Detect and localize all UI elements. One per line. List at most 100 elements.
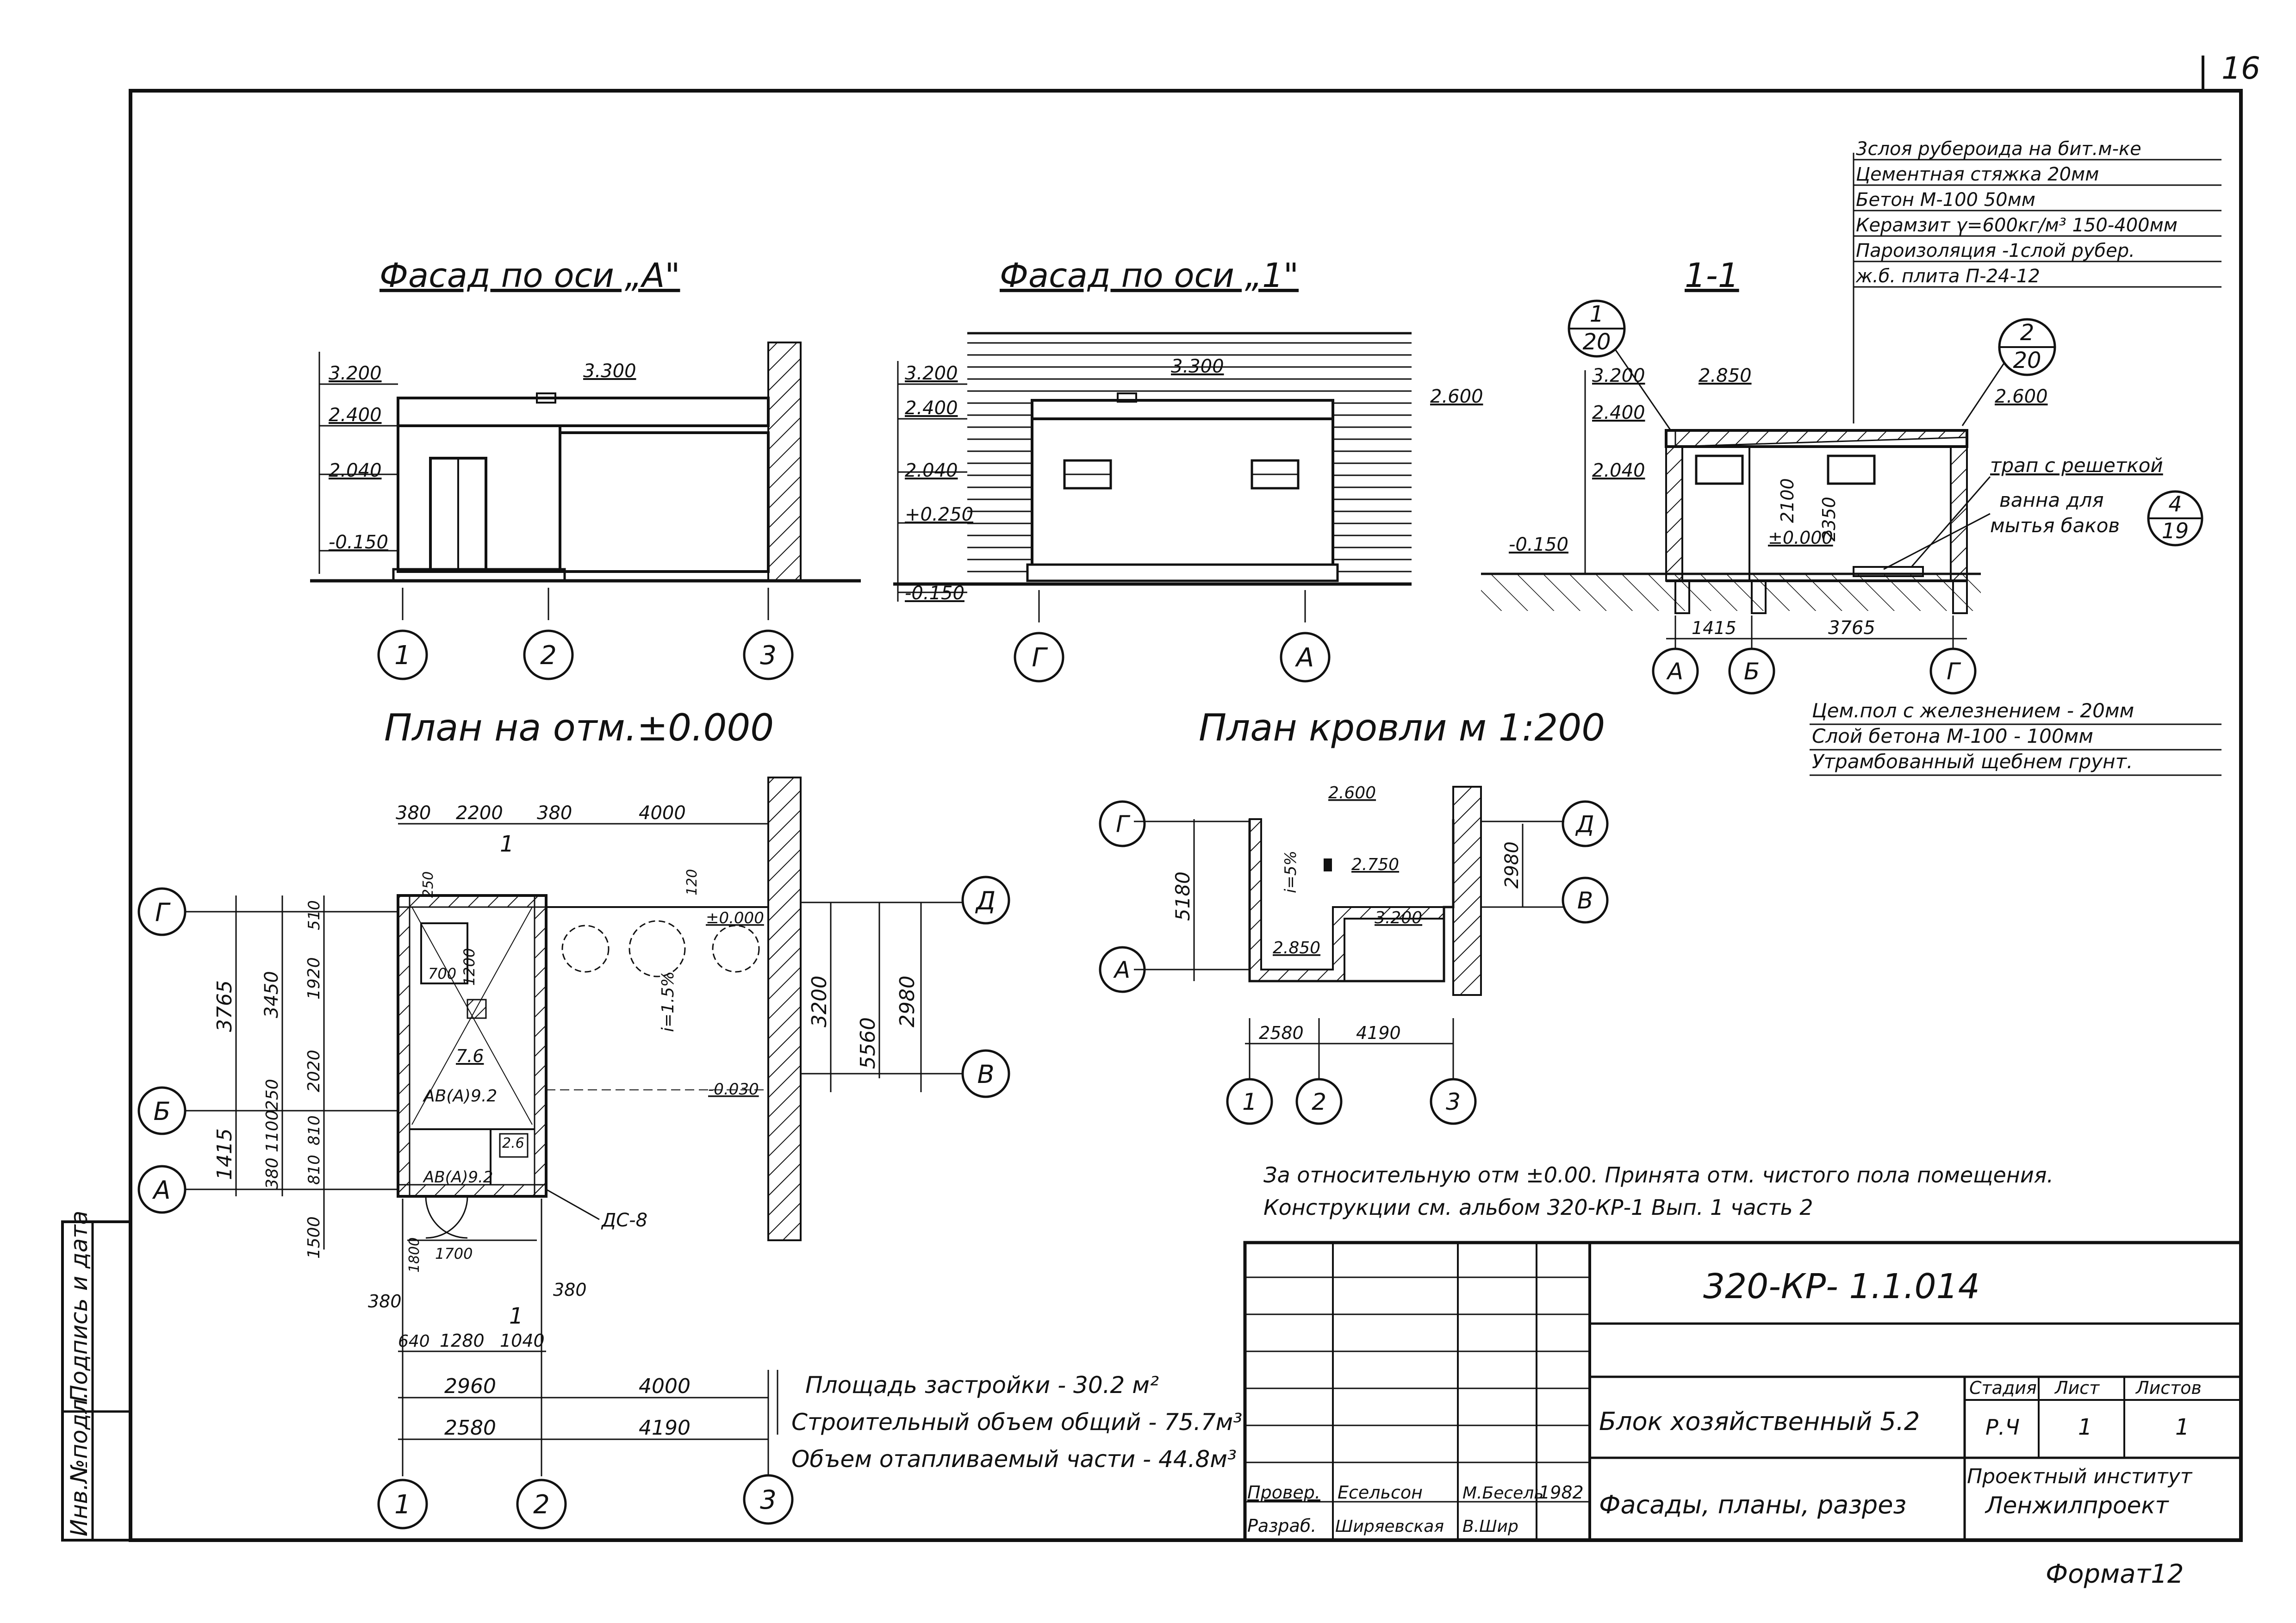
svg-text:Разраб.: Разраб. — [1247, 1516, 1316, 1536]
facade-a-axis-1: 1 — [394, 640, 411, 671]
svg-text:2.400: 2.400 — [905, 398, 958, 419]
facade-1-axis-a: А — [1295, 643, 1314, 673]
svg-text:i=5%: i=5% — [1282, 851, 1300, 893]
section-title: 1-1 — [1685, 256, 1739, 295]
svg-text:ж.б. плита П-24-12: ж.б. плита П-24-12 — [1855, 266, 2040, 287]
svg-text:3.200: 3.200 — [329, 363, 382, 384]
facade-1-title: Фасад по оси „1" — [1000, 256, 1299, 295]
svg-text:1800: 1800 — [406, 1237, 423, 1273]
sheet-number: 16 — [2221, 50, 2260, 86]
svg-text:5560: 5560 — [856, 1017, 880, 1069]
roof-axis-d: Д — [1575, 811, 1594, 838]
plan-axis-2: 2 — [533, 1490, 550, 1520]
svg-text:-0.150: -0.150 — [329, 532, 388, 553]
section-axis-a: А — [1666, 658, 1683, 685]
svg-text:Пароизоляция -1слой рубер.: Пароизоляция -1слой рубер. — [1856, 240, 2135, 261]
svg-text:Листов: Листов — [2135, 1378, 2202, 1398]
svg-text:250: 250 — [263, 1079, 282, 1111]
plan-axis-3: 3 — [760, 1485, 777, 1515]
svg-text:250: 250 — [420, 871, 436, 898]
svg-text:3450: 3450 — [261, 971, 282, 1018]
svg-text:2100: 2100 — [1777, 478, 1798, 523]
roof-axis-g: Г — [1116, 811, 1131, 838]
svg-text:Провер.: Провер. — [1247, 1482, 1320, 1503]
svg-text:2200: 2200 — [456, 802, 503, 824]
svg-text:4190: 4190 — [639, 1416, 691, 1440]
svg-text:380: 380 — [396, 802, 431, 824]
building-name: Блок хозяйственный 5.2 — [1599, 1407, 1920, 1436]
svg-text:2980: 2980 — [1501, 841, 1523, 889]
svg-text:380: 380 — [537, 802, 572, 824]
plan-axis-v: В — [977, 1060, 994, 1089]
svg-text:3200: 3200 — [808, 976, 831, 1027]
stamp-signature-date: Подпись и дата — [66, 1211, 93, 1402]
roof-layers-list: 3слоя рубероида на бит.м-ке Цементная ст… — [1853, 138, 2221, 423]
facade-1-axis-g: Г — [1032, 643, 1048, 673]
svg-text:2.6: 2.6 — [502, 1135, 524, 1151]
svg-text:2.600: 2.600 — [1328, 784, 1376, 802]
svg-text:3слоя рубероида на бит.м-ке: 3слоя рубероида на бит.м-ке — [1856, 138, 2141, 160]
floor-plan: План на отм.±0.000 380 2200 380 4000 1 1 — [137, 706, 1010, 1530]
side-stamp: Инв.№подл. Подпись и дата — [61, 1211, 132, 1542]
floor-layers-list: Цем.пол с железнением - 20мм Слой бетона… — [1810, 699, 2221, 776]
svg-text:5180: 5180 — [1171, 871, 1194, 921]
svg-text:Цементная стяжка 20мм: Цементная стяжка 20мм — [1856, 164, 2099, 185]
svg-text:3.200: 3.200 — [905, 363, 958, 384]
svg-text:Слой бетона М-100 - 100мм: Слой бетона М-100 - 100мм — [1812, 725, 2093, 747]
svg-text:2580: 2580 — [444, 1416, 496, 1440]
svg-text:-0.150: -0.150 — [1509, 534, 1568, 555]
svg-text:7.6: 7.6 — [456, 1046, 484, 1066]
plan-axis-g: Г — [155, 898, 171, 927]
svg-text:Площадь застройки - 30.2 м²: Площадь застройки - 30.2 м² — [805, 1372, 1159, 1399]
svg-text:Лист: Лист — [2054, 1378, 2100, 1398]
svg-text:Есельсон: Есельсон — [1338, 1482, 1423, 1503]
svg-text:2020: 2020 — [305, 1050, 324, 1092]
roof-plan: План кровли м 1:200 2.600 2.750 3.200 2.… — [1099, 706, 1609, 1125]
svg-text:380: 380 — [553, 1280, 587, 1300]
svg-text:ванна для: ванна для — [1999, 489, 2104, 511]
svg-text:1920: 1920 — [305, 957, 324, 1000]
sheet-value: 1 — [2078, 1414, 2092, 1440]
facade-a-title: Фасад по оси „А" — [380, 256, 680, 295]
svg-text:2.400: 2.400 — [329, 404, 382, 426]
title-block: 320-КР- 1.1.014 Блок хозяйственный 5.2 Ф… — [1243, 1241, 2243, 1542]
svg-text:3.200: 3.200 — [1592, 365, 1645, 386]
svg-text:4190: 4190 — [1356, 1023, 1401, 1043]
roof-axis-3: 3 — [1446, 1088, 1461, 1115]
svg-text:700: 700 — [428, 965, 456, 983]
area-info: Площадь застройки - 30.2 м² Строительный… — [777, 1370, 1242, 1473]
svg-text:2580: 2580 — [1259, 1023, 1304, 1043]
svg-text:1415: 1415 — [1692, 618, 1736, 638]
svg-text:2: 2 — [2020, 320, 2035, 346]
sheet-title: Фасады, планы, разрез — [1599, 1490, 1906, 1519]
plan-axis-1: 1 — [394, 1490, 411, 1520]
svg-text:2.040: 2.040 — [329, 460, 382, 481]
signature-1: М.Бесель — [1462, 1484, 1544, 1503]
svg-text:1040: 1040 — [500, 1331, 545, 1351]
svg-text:2.600: 2.600 — [1430, 386, 1483, 407]
roof-axis-a: А — [1113, 957, 1130, 983]
svg-text:Бетон М-100 50мм: Бетон М-100 50мм — [1856, 189, 2035, 211]
svg-text:i=1.5%: i=1.5% — [659, 971, 678, 1032]
svg-text:2.400: 2.400 — [1592, 402, 1645, 423]
svg-text:±0.000: ±0.000 — [706, 909, 764, 927]
svg-text:АВ(А)9.2: АВ(А)9.2 — [423, 1168, 493, 1187]
svg-text:ДС-8: ДС-8 — [601, 1210, 647, 1231]
section-1-1: 1-1 3слоя рубероида на бит.м-ке Цементна… — [1481, 138, 2221, 776]
svg-text:Ширяевская: Ширяевская — [1335, 1517, 1444, 1536]
svg-text:±0.000: ±0.000 — [1768, 528, 1833, 548]
format-label: Формат12 — [2046, 1559, 2184, 1589]
facade-a-axis-3: 3 — [760, 640, 777, 671]
svg-text:1982: 1982 — [1539, 1482, 1584, 1503]
svg-text:4: 4 — [2168, 491, 2182, 516]
svg-text:Ленжилпроект: Ленжилпроект — [1985, 1492, 2170, 1519]
section-axis-g: Г — [1947, 658, 1961, 685]
drawing-code: 320-КР- 1.1.014 — [1703, 1267, 1980, 1306]
stage-value: Р.Ч — [1985, 1415, 2020, 1440]
svg-text:1500: 1500 — [305, 1216, 324, 1259]
plan-axis-b: Б — [153, 1097, 170, 1126]
svg-text:мытья баков: мытья баков — [1990, 514, 2120, 537]
svg-text:1: 1 — [500, 831, 514, 857]
svg-text:Цем.пол с железнением - 20мм: Цем.пол с железнением - 20мм — [1812, 699, 2134, 722]
